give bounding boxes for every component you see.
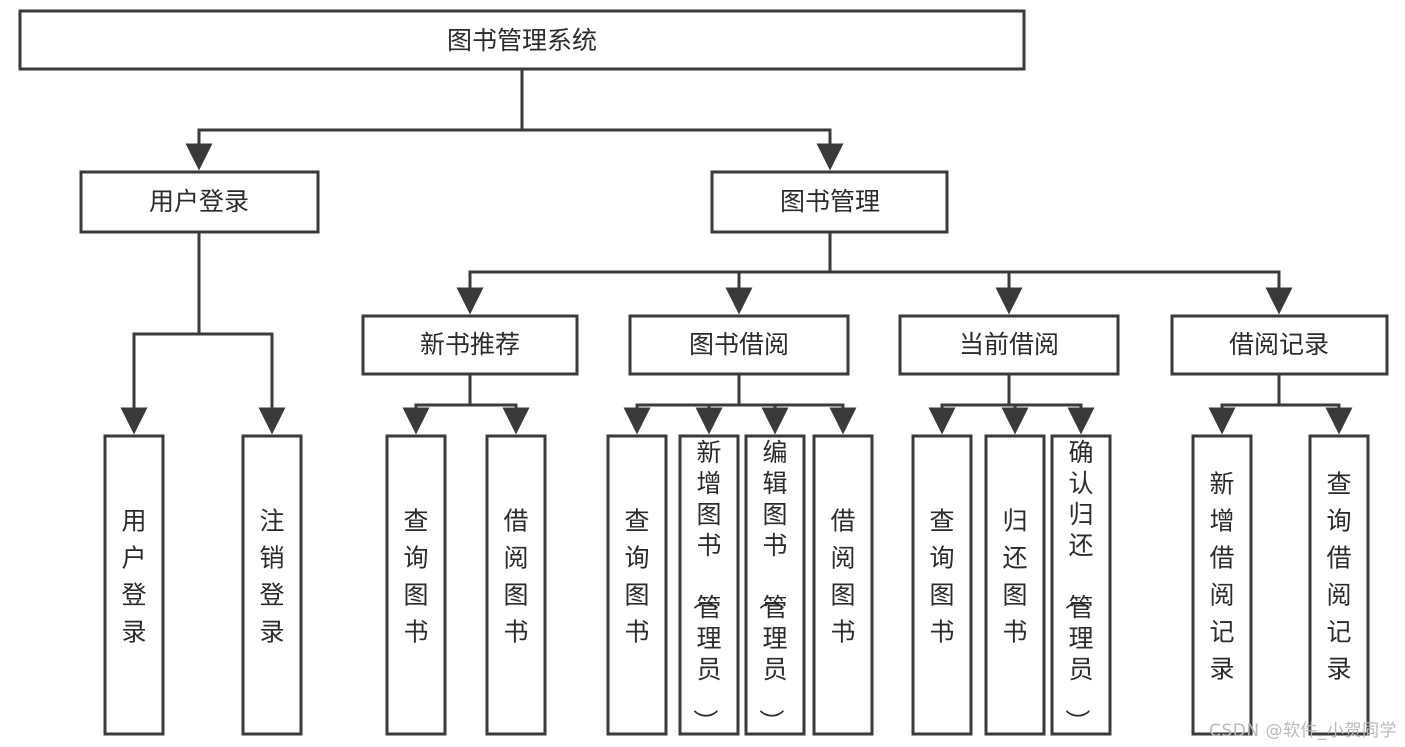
leaf-confirm-return-label: 确认归还（管理员） <box>1062 438 1093 734</box>
leaf-borrow-book-rec-label: 借阅图书 <box>503 507 528 647</box>
leaf-add-book-box <box>678 434 740 736</box>
root-box <box>18 9 1026 71</box>
leaf-confirm-return-box <box>1050 434 1112 736</box>
user-login-box <box>79 170 320 234</box>
leaf-add-record-box <box>1191 434 1253 736</box>
borrow-record-box <box>1170 314 1389 376</box>
node-leaf-query-record[interactable]: 查询借阅记录 <box>1308 434 1370 736</box>
borrow-record-label: 借阅记录 <box>1229 330 1329 359</box>
node-user-login[interactable]: 用户登录 <box>79 170 320 234</box>
leaf-query-record-box <box>1308 434 1370 736</box>
leaf-add-record-label: 新增借阅记录 <box>1209 470 1234 684</box>
new-book-rec-label: 新书推荐 <box>420 330 520 359</box>
book-borrow-label: 图书借阅 <box>689 330 789 359</box>
leaf-return-book-box <box>984 434 1046 736</box>
leaf-query-record-label: 查询借阅记录 <box>1326 470 1351 684</box>
leaf-nodes-group: 用户登录 注销登录 查询图书 借阅图书 查询图书 新增图书（管理员） 编辑图书（… <box>103 434 1370 736</box>
current-borrow-box <box>898 314 1120 376</box>
leaf-user-login-box <box>103 434 165 736</box>
node-root[interactable]: 图书管理系统 <box>18 9 1026 71</box>
node-borrow-record[interactable]: 借阅记录 <box>1170 314 1389 376</box>
node-leaf-add-record[interactable]: 新增借阅记录 <box>1191 434 1253 736</box>
node-leaf-query-book-borrow[interactable]: 查询图书 <box>606 434 668 736</box>
node-leaf-user-login[interactable]: 用户登录 <box>103 434 165 736</box>
node-leaf-edit-book[interactable]: 编辑图书（管理员） <box>744 434 806 736</box>
node-leaf-query-book-current[interactable]: 查询图书 <box>911 434 973 736</box>
node-leaf-add-book[interactable]: 新增图书（管理员） <box>678 434 740 736</box>
new-book-rec-box <box>361 314 579 376</box>
user-login-label: 用户登录 <box>149 187 249 216</box>
root-label: 图书管理系统 <box>447 26 597 55</box>
leaf-query-book-current-box <box>911 434 973 736</box>
node-leaf-return-book[interactable]: 归还图书 <box>984 434 1046 736</box>
current-borrow-label: 当前借阅 <box>959 330 1059 359</box>
leaf-borrow-book-label: 借阅图书 <box>830 507 855 647</box>
book-manage-label: 图书管理 <box>780 187 880 216</box>
book-manage-box <box>710 170 949 234</box>
book-borrow-box <box>628 314 850 376</box>
leaf-logout-label: 注销登录 <box>259 507 284 647</box>
leaf-query-book-borrow-box <box>606 434 668 736</box>
leaf-edit-book-label: 编辑图书（管理员） <box>756 438 787 734</box>
node-leaf-borrow-book[interactable]: 借阅图书 <box>812 434 874 736</box>
leaf-query-book-rec-box <box>385 434 447 736</box>
leaf-edit-book-box <box>744 434 806 736</box>
leaf-return-book-label: 归还图书 <box>1002 507 1027 647</box>
node-leaf-borrow-book-rec[interactable]: 借阅图书 <box>485 434 547 736</box>
leaf-borrow-book-rec-box <box>485 434 547 736</box>
leaf-logout-box <box>241 434 303 736</box>
node-book-manage[interactable]: 图书管理 <box>710 170 949 234</box>
leaf-user-login-label: 用户登录 <box>121 507 146 647</box>
leaf-query-book-current-label: 查询图书 <box>929 507 954 647</box>
node-leaf-query-book-rec[interactable]: 查询图书 <box>385 434 447 736</box>
node-new-book-rec[interactable]: 新书推荐 <box>361 314 579 376</box>
leaf-query-book-borrow-label: 查询图书 <box>624 507 649 647</box>
node-leaf-logout[interactable]: 注销登录 <box>241 434 303 736</box>
leaf-borrow-book-box <box>812 434 874 736</box>
leaf-query-book-rec-label: 查询图书 <box>403 507 428 647</box>
node-current-borrow[interactable]: 当前借阅 <box>898 314 1120 376</box>
node-book-borrow[interactable]: 图书借阅 <box>628 314 850 376</box>
connectors-group <box>120 67 1353 435</box>
node-leaf-confirm-return[interactable]: 确认归还（管理员） <box>1050 434 1112 736</box>
leaf-add-book-label: 新增图书（管理员） <box>690 438 721 734</box>
